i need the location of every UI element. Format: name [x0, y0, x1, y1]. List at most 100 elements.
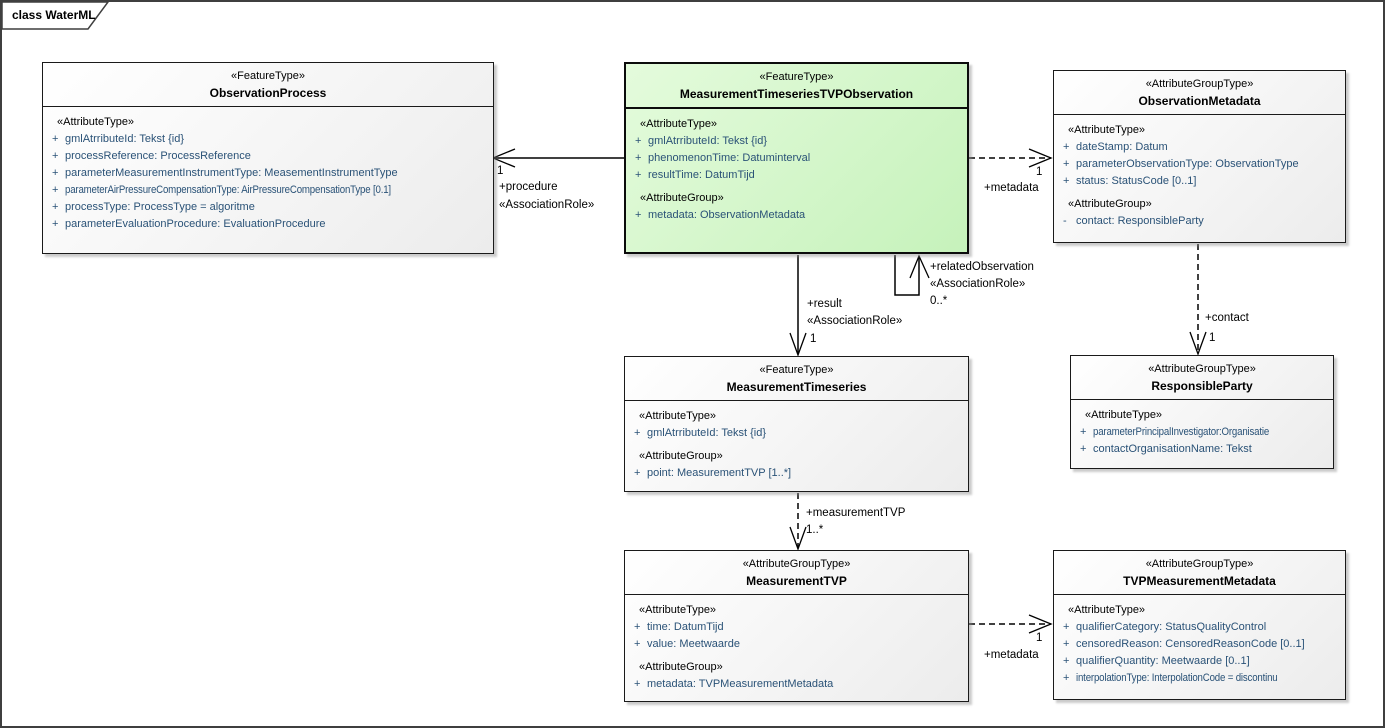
visibility: + — [1080, 443, 1087, 455]
section-header: «AttributeType» — [1068, 124, 1146, 136]
attribute-row: +censoredReason: CensoredReasonCode [0..… — [1054, 636, 1345, 653]
measurement-tvp-multiplicity: 1..* — [806, 524, 824, 536]
attribute-row: + qualifierQuantity: Meetwaarde [0..1] — [1054, 653, 1345, 670]
attribute-text: resultTime: DatumTijd — [648, 169, 755, 181]
visibility: + — [1063, 638, 1070, 650]
metadata-top-multiplicity: 1 — [1036, 166, 1043, 178]
attribute-row: +parameterMeasurementInstrumentType: Mea… — [43, 165, 493, 182]
class-name: ResponsibleParty — [1151, 379, 1253, 393]
attribute-row: + phenomenonTime: Datuminterval — [626, 150, 967, 167]
section-header: «AttributeType» — [639, 604, 717, 616]
procedure-stereotype-label: «AssociationRole» — [499, 199, 595, 211]
class-responsible-party[interactable]: «AttributeGroupType» ResponsibleParty «A… — [1070, 355, 1334, 469]
section-header: «AttributeGroup» — [640, 192, 724, 204]
class-stereotype: «AttributeGroupType» — [1145, 78, 1254, 90]
attribute-text: metadata: TVPMeasurementMetadata — [647, 678, 834, 690]
class-measurement-timeseries[interactable]: «FeatureType» MeasurementTimeseries «Att… — [624, 356, 969, 492]
attribute-text: parameterObservationType: ObservationTyp… — [1076, 158, 1299, 170]
class-header: «AttributeGroupType» MeasurementTVP — [625, 551, 968, 595]
attribute-row: -contact: ResponsibleParty — [1054, 213, 1345, 230]
metadata-bottom-multiplicity: 1 — [1036, 632, 1043, 644]
class-observation-process[interactable]: «FeatureType» ObservationProcess «Attrib… — [42, 62, 494, 254]
attribute-row: + contactOrganisationName: Tekst — [1071, 441, 1333, 458]
section-header: «AttributeType» — [1085, 409, 1163, 421]
class-stereotype: «AttributeGroupType» — [1148, 363, 1256, 375]
attribute-text: qualifierQuantity: Meetwaarde [0..1] — [1076, 655, 1250, 667]
class-stereotype: «AttributeGroupType» — [1145, 558, 1254, 570]
attribute-row: + parameterPrincipalInvestigator:Organisa… — [1071, 424, 1333, 441]
visibility: + — [634, 467, 641, 479]
visibility: + — [1063, 621, 1070, 633]
attribute-row: +gmlAtrributeId: Tekst {id} — [43, 131, 493, 148]
attribute-text: gmlAtrributeId: Tekst {id} — [648, 135, 768, 147]
class-measurement-timeseries-tvp-observation[interactable]: «FeatureType» MeasurementTimeseriesTVPOb… — [624, 62, 969, 254]
class-attributes: «AttributeType» +gmlAtrributeId: Tekst {… — [43, 107, 493, 233]
class-stereotype: «FeatureType» — [759, 71, 834, 83]
visibility: + — [635, 152, 642, 164]
attribute-text: parameterPrincipalInvestigator:Organisat… — [1093, 426, 1270, 438]
attribute-row: +time: DatumTijd — [625, 619, 968, 636]
attribute-text: processType: ProcessType = algoritme — [65, 201, 255, 213]
visibility: + — [635, 135, 642, 147]
attribute-row: +metadata: ObservationMetadata — [626, 207, 967, 224]
attribute-text: phenomenonTime: Datuminterval — [648, 152, 811, 164]
section-header: «AttributeType» — [640, 118, 718, 130]
class-stereotype: «AttributeGroupType» — [742, 558, 851, 570]
diagram-title: class WaterML — [12, 8, 96, 22]
attribute-row: +value: Meetwaarde — [625, 636, 968, 653]
attribute-text: processReference: ProcessReference — [65, 150, 251, 162]
class-name: ObservationMetadata — [1138, 94, 1261, 108]
attribute-row: + parameterEvaluationProcedure: Evaluatio… — [43, 216, 493, 233]
visibility: + — [52, 184, 59, 196]
class-header: «AttributeGroupType» ResponsibleParty — [1071, 356, 1333, 400]
related-observation-stereotype-label: «AssociationRole» — [930, 278, 1026, 290]
class-header: «FeatureType» MeasurementTimeseriesTVPOb… — [626, 64, 967, 109]
attribute-text: point: MeasurementTVP [1..*] — [647, 467, 792, 479]
class-stereotype: «FeatureType» — [231, 70, 305, 82]
attribute-text: qualifierCategory: StatusQualityControl — [1076, 621, 1267, 633]
result-role-label: +result — [807, 298, 842, 310]
measurement-tvp-role-label: +measurementTVP — [806, 507, 906, 519]
section-header: «AttributeType» — [639, 410, 717, 422]
related-observation-role-label: +relatedObservation — [930, 261, 1034, 273]
class-tvp-measurement-metadata[interactable]: «AttributeGroupType» TVPMeasurementMetad… — [1053, 550, 1346, 700]
metadata-bottom-role-label: +metadata — [984, 649, 1039, 661]
class-header: «AttributeGroupType» ObservationMetadata — [1054, 71, 1345, 115]
attribute-text: interpolationType: InterpolationCode = d… — [1076, 672, 1278, 684]
class-attributes: «AttributeType» +gmlAtrributeId: Tekst {… — [625, 401, 968, 482]
section-header: «AttributeType» — [1068, 604, 1146, 616]
class-observation-metadata[interactable]: «AttributeGroupType» ObservationMetadata… — [1053, 70, 1346, 243]
attribute-text: contactOrganisationName: Tekst — [1093, 443, 1252, 455]
visibility: + — [52, 218, 59, 230]
attribute-text: gmlAtrributeId: Tekst {id} — [65, 133, 185, 145]
contact-role-label: +contact — [1205, 312, 1249, 324]
attribute-row: +parameterAirPressureCompensationType: A… — [43, 182, 493, 199]
attribute-row: +processReference: ProcessReference — [43, 148, 493, 165]
visibility: + — [1080, 426, 1087, 438]
attribute-row: +status: StatusCode [0..1] — [1054, 173, 1345, 190]
section-header: «AttributeGroup» — [1068, 198, 1152, 210]
attribute-text: value: Meetwaarde — [647, 638, 740, 650]
attribute-text: parameterEvaluationProcedure: Evaluation… — [65, 218, 326, 230]
attribute-row: + qualifierCategory: StatusQualityControl — [1054, 619, 1345, 636]
class-header: «FeatureType» ObservationProcess — [43, 63, 493, 107]
visibility: + — [635, 169, 642, 181]
section-header: «AttributeType» — [57, 116, 135, 128]
attribute-row: +metadata: TVPMeasurementMetadata — [625, 676, 968, 693]
visibility: + — [634, 427, 641, 439]
class-name: MeasurementTimeseries — [726, 380, 867, 394]
visibility: + — [52, 201, 59, 213]
attribute-row: + gmlAtrributeId: Tekst {id} — [626, 133, 967, 150]
visibility: - — [1063, 215, 1067, 227]
related-observation-multiplicity: 0..* — [930, 295, 948, 307]
attribute-text: parameterMeasurementInstrumentType: Meas… — [65, 167, 398, 179]
class-measurement-tvp[interactable]: «AttributeGroupType» MeasurementTVP «Att… — [624, 550, 969, 702]
metadata-top-role-label: +metadata — [984, 182, 1039, 194]
visibility: + — [1063, 655, 1070, 667]
visibility: + — [634, 621, 641, 633]
section-header: «AttributeGroup» — [639, 450, 723, 462]
class-name: TVPMeasurementMetadata — [1123, 574, 1276, 588]
attribute-text: metadata: ObservationMetadata — [648, 209, 806, 221]
procedure-role-label: +procedure — [499, 181, 558, 193]
